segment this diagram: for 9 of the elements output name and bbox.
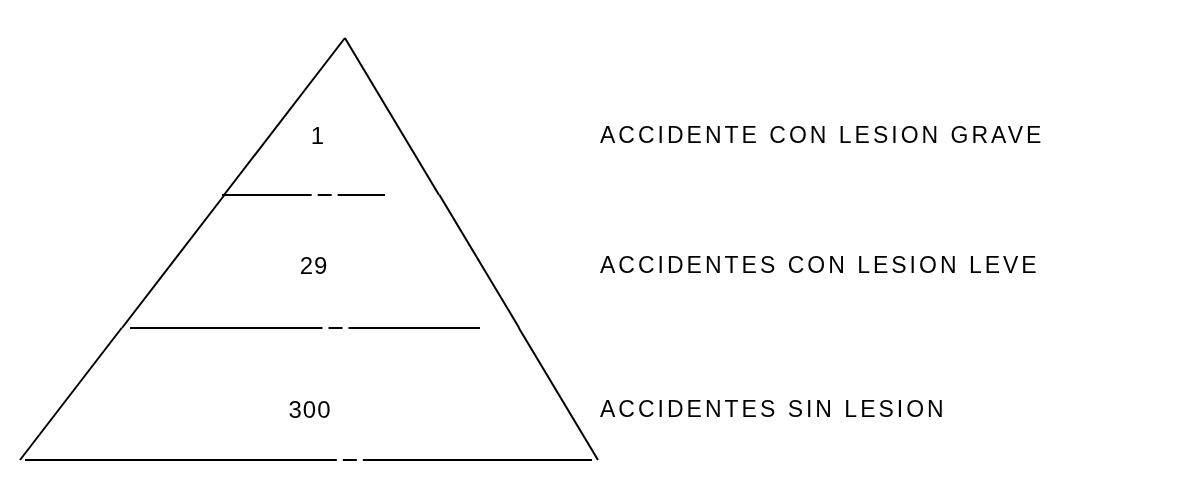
level-count: 1: [310, 124, 326, 148]
pyramid-level: [20, 328, 598, 460]
level-count: 29: [299, 254, 329, 278]
level-count: 300: [288, 398, 332, 422]
pyramid-level: [224, 38, 440, 195]
level-description: ACCIDENTE CON LESION GRAVE: [600, 124, 1045, 147]
level-description: ACCIDENTES SIN LESION: [600, 398, 947, 421]
pyramid-level: [121, 195, 519, 328]
level-description: ACCIDENTES CON LESION LEVE: [600, 254, 1040, 277]
